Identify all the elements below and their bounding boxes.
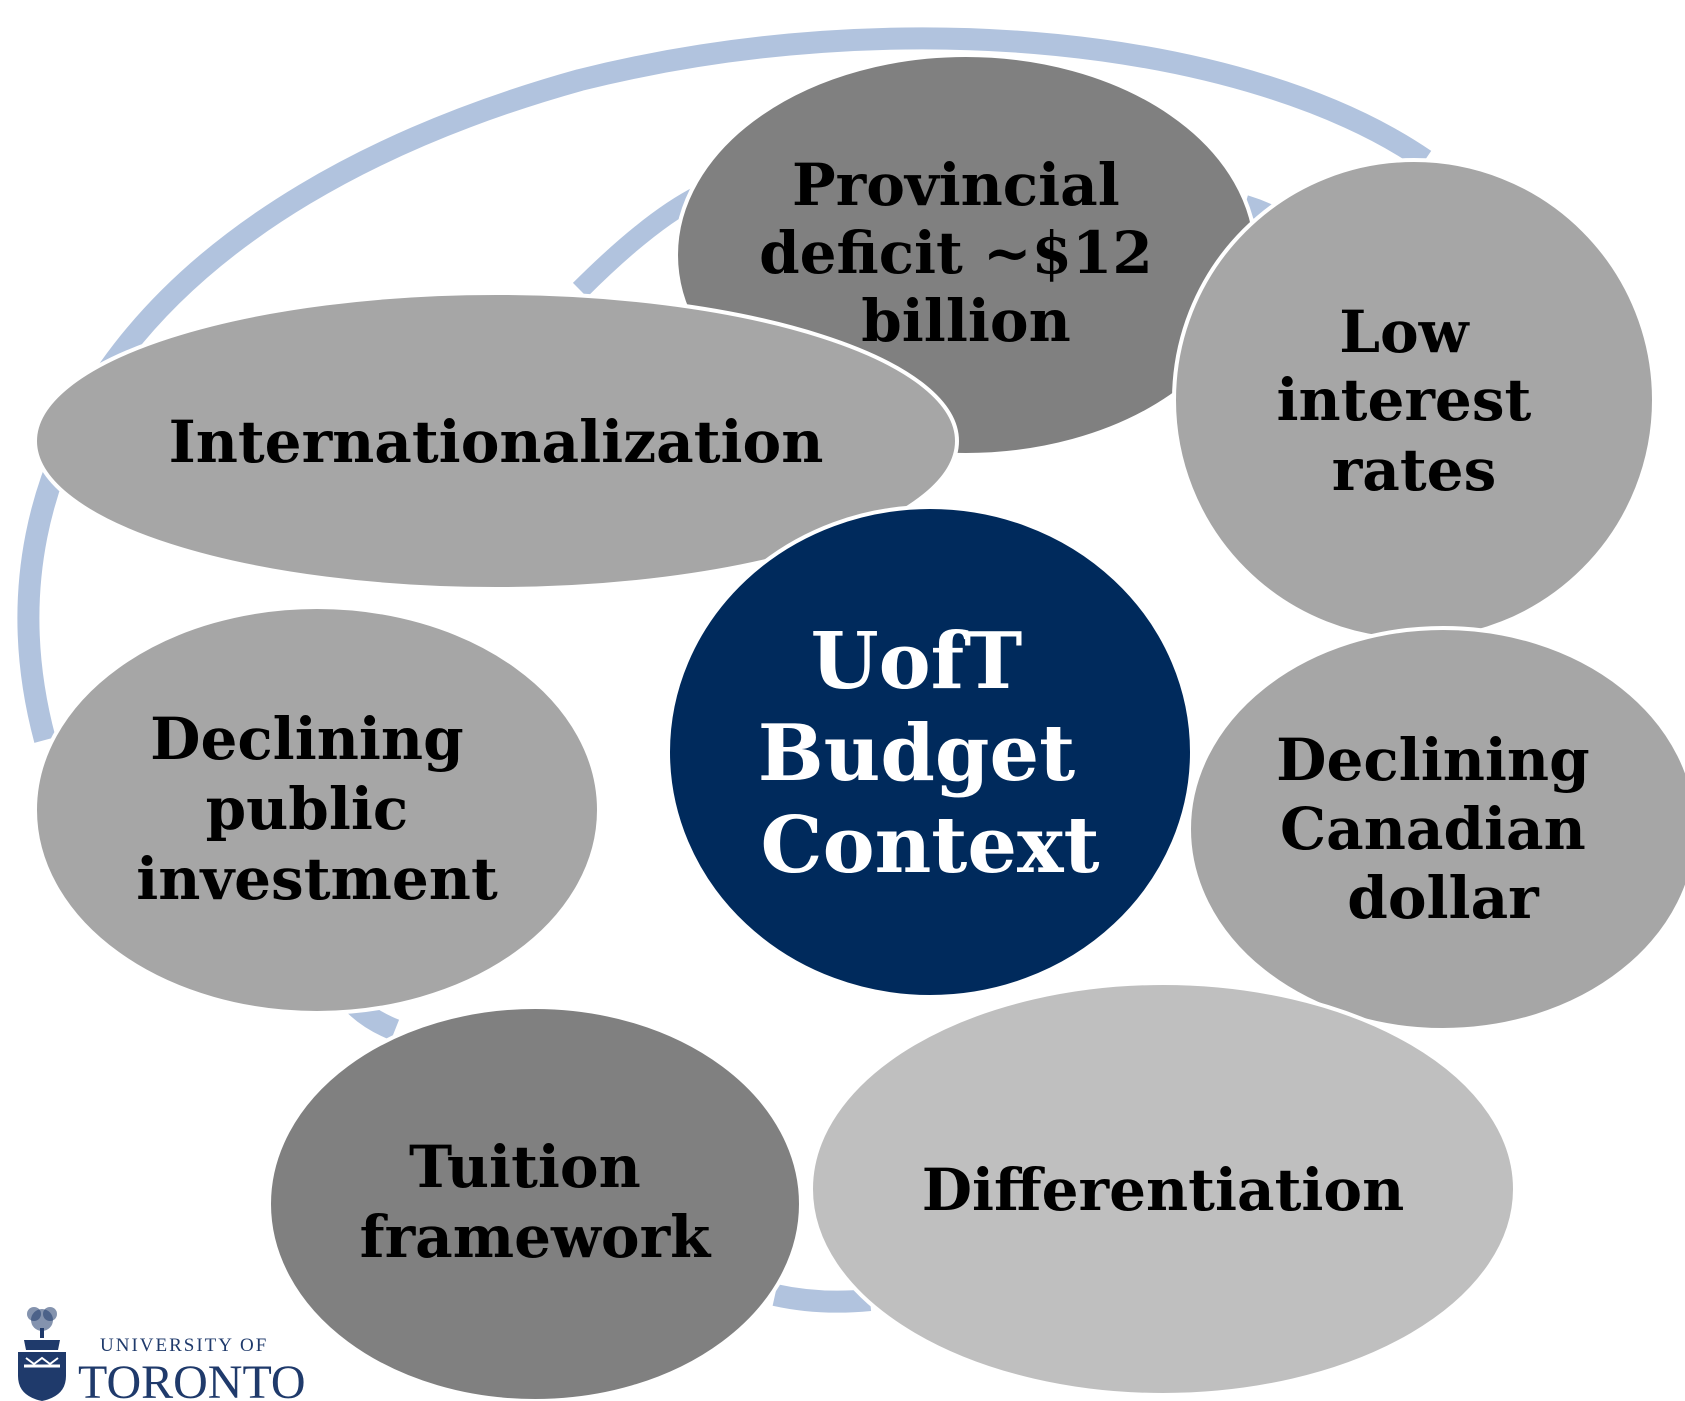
node-tuition-framework-label: Tuition framework xyxy=(360,1133,713,1271)
node-differentiation-label: Differentiation xyxy=(922,1156,1405,1224)
logo-toronto: TORONTO xyxy=(78,1356,306,1401)
center-node-uoft-budget-context: UofT Budget Context xyxy=(666,505,1194,999)
university-of-toronto-logo: UNIVERSITY OF TORONTO xyxy=(18,1307,306,1401)
node-declining-canadian-dollar: Declining Canadian dollar xyxy=(1187,626,1685,1032)
node-tuition-framework: Tuition framework xyxy=(267,1005,803,1401)
node-declining-canadian-dollar-label: Declining Canadian dollar xyxy=(1276,726,1610,932)
inner-cycle-arc-lower xyxy=(772,1284,872,1313)
university-crest-icon xyxy=(18,1307,66,1401)
node-internationalization: Internationalization xyxy=(33,291,959,591)
node-differentiation: Differentiation xyxy=(809,981,1517,1397)
center-node-label: UofT Budget Context xyxy=(758,616,1103,891)
node-provincial-deficit-label: Provincial deficit ~$12 billion xyxy=(759,151,1173,355)
outer-cycle-arc xyxy=(17,27,1432,743)
node-low-interest-rates: Low interest rates xyxy=(1172,158,1656,642)
node-declining-public-investment-label: Declining public investment xyxy=(136,705,498,913)
logo-university-of: UNIVERSITY OF xyxy=(100,1335,268,1356)
node-internationalization-label: Internationalization xyxy=(169,408,824,476)
node-low-interest-rates-label: Low interest rates xyxy=(1276,298,1551,504)
node-declining-public-investment: Declining public investment xyxy=(33,605,601,1015)
